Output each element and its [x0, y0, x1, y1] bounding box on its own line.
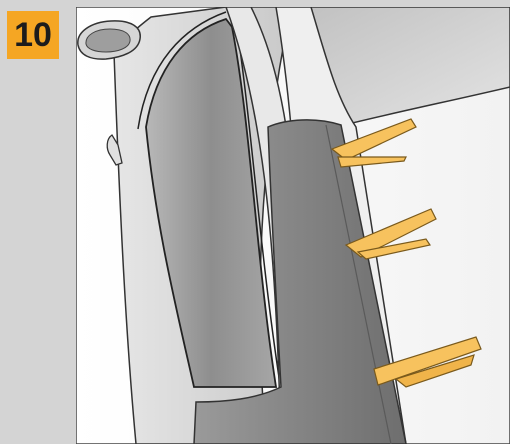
door-handle	[106, 134, 123, 166]
car-door-illustration	[76, 7, 510, 444]
fabric-fold	[325, 124, 392, 444]
cover-fabric	[193, 119, 407, 444]
step-number-badge: 10	[7, 11, 59, 59]
window-glass	[145, 17, 278, 388]
mirror-icon	[77, 20, 141, 60]
window-seal	[137, 11, 283, 398]
clothes-peg-icon	[330, 118, 417, 168]
clothes-peg-icon	[373, 336, 482, 388]
clothes-peg-icon	[344, 208, 437, 260]
